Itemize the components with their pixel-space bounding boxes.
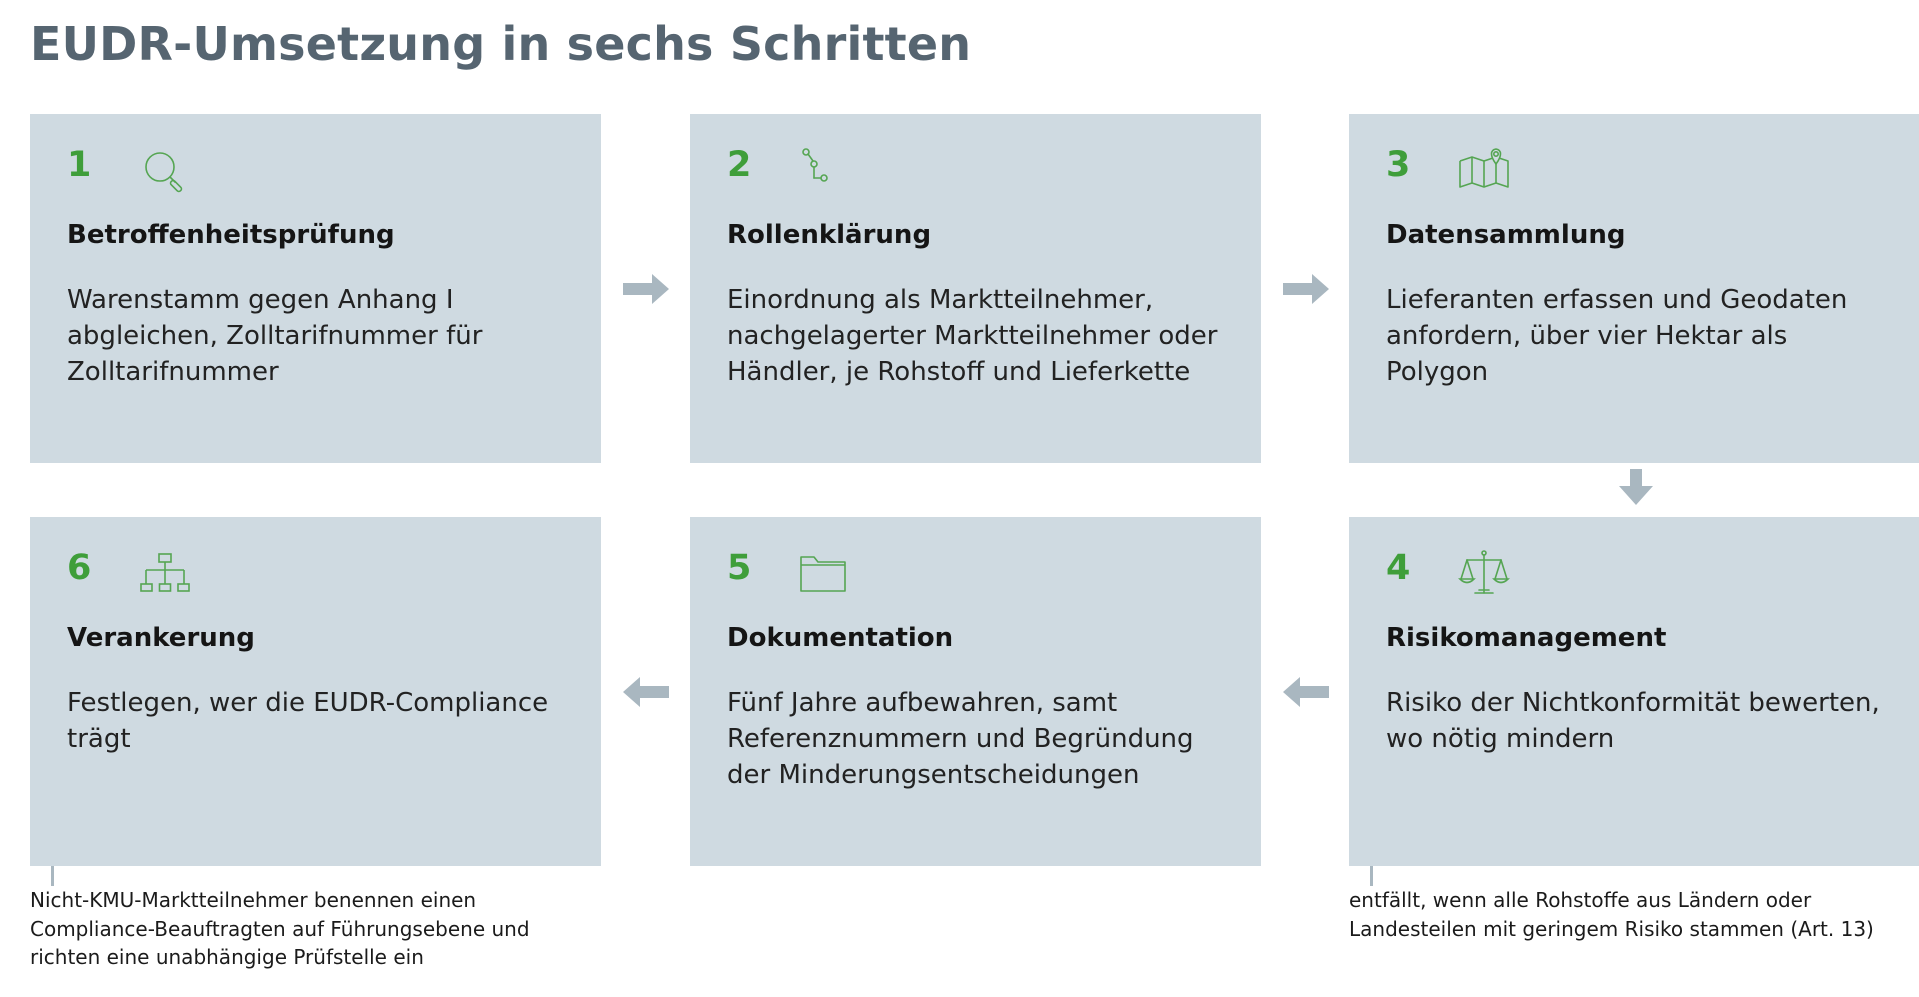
step-card-1: 1 Betroffenheitsprüfung Warenstamm gegen… — [30, 114, 601, 463]
step-text: Festlegen, wer die EUDR-Compliance trägt — [67, 688, 549, 754]
arrow-left-icon — [1283, 677, 1329, 707]
step-text: Lieferanten erfassen und Geodaten anford… — [1386, 285, 1848, 387]
step-card-4: 4 Risikomanagement Risiko der Nichtkonfo… — [1349, 517, 1919, 866]
step-number: 5 — [727, 548, 752, 588]
step-number: 3 — [1386, 145, 1411, 185]
step-card-3: 3 Datensammlung Lieferanten erfassen und… — [1349, 114, 1919, 463]
path-icon — [798, 146, 852, 198]
step-text: Warenstamm gegen Anhang I abgleichen, Zo… — [67, 285, 483, 387]
step-card-2: 2 Rollenklärung Einordnung als Marktteil… — [690, 114, 1261, 463]
step4-note: entfällt, wenn alle Rohstoffe aus Länder… — [1349, 888, 1874, 941]
note-connector — [51, 866, 54, 886]
org-chart-icon — [138, 549, 192, 601]
scales-icon — [1457, 549, 1511, 601]
arrow-right-icon — [1283, 274, 1329, 304]
step-number: 6 — [67, 548, 92, 588]
map-pin-icon — [1457, 146, 1511, 198]
note-connector — [1370, 866, 1373, 886]
step6-note: Nicht-KMU-Marktteilnehmer benennen einen… — [30, 888, 530, 969]
folder-icon — [798, 549, 852, 601]
arrow-left-icon — [623, 677, 669, 707]
step-heading: Betroffenheitsprüfung — [67, 220, 395, 250]
step-number: 4 — [1386, 548, 1411, 588]
step-number: 1 — [67, 145, 92, 185]
step-text: Risiko der Nichtkonformität bewerten, wo… — [1386, 688, 1880, 754]
page-title: EUDR-Umsetzung in sechs Schritten — [30, 17, 972, 71]
step-text: Fünf Jahre aufbewahren, samt Referenznum… — [727, 688, 1194, 790]
step-heading: Dokumentation — [727, 623, 954, 653]
magnifier-icon — [138, 146, 192, 198]
arrow-down-icon — [1619, 469, 1653, 505]
step-number: 2 — [727, 145, 752, 185]
step-card-5: 5 Dokumentation Fünf Jahre aufbewahren, … — [690, 517, 1261, 866]
arrow-right-icon — [623, 274, 669, 304]
step-heading: Datensammlung — [1386, 220, 1626, 250]
step-heading: Rollenklärung — [727, 220, 932, 250]
step-heading: Risikomanagement — [1386, 623, 1667, 653]
step-text: Einordnung als Marktteilnehmer, nachgela… — [727, 285, 1218, 387]
step-heading: Verankerung — [67, 623, 255, 653]
step-card-6: 6 Verankerung Festlegen, wer die EUDR-Co… — [30, 517, 601, 866]
